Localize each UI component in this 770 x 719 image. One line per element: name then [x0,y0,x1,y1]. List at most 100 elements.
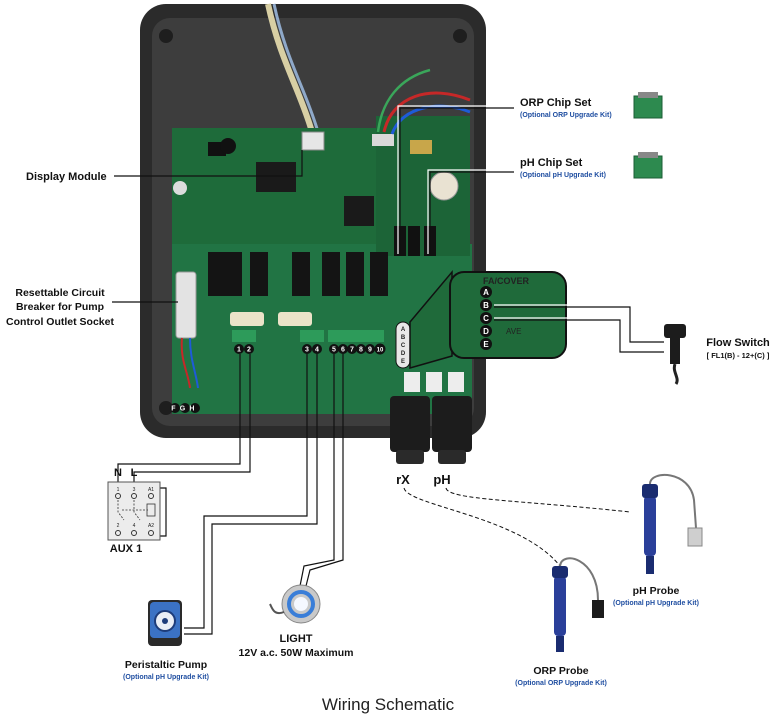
breaker-label-line3: Control Outlet Socket [6,316,114,328]
orp-probe-device [552,557,604,652]
pump-wire-terminal-4 [184,354,318,635]
rx-gland-cap [396,450,424,464]
pin-g [180,403,190,413]
terminals-5-10: 5 6 7 8 9 10 [329,343,386,355]
relay-l-label: L [131,467,138,479]
flow-switch-cable [672,363,679,385]
fgh-label: FGH [171,406,198,413]
orp-chip-board [633,95,663,119]
aux-wire-terminal-2 [133,354,251,484]
breaker-label-line1: Resettable Circuit [15,287,105,299]
ph-chip-leader [429,171,514,254]
ph-probe-body [644,496,656,556]
orp-probe-lead [559,557,599,601]
terminals-3-4: 3 4 [302,344,322,354]
display-module-label: Display Module [26,171,107,183]
relay-contact [115,530,121,536]
zoom-pin-b [480,299,492,311]
flow-switch-label: Flow Switch [706,337,770,349]
light-label: LIGHT [280,633,313,645]
chip-slot [408,226,420,256]
display-module-leader [114,150,303,177]
relay [322,252,340,296]
terminal-1 [234,344,244,354]
zoom-pointer [409,269,453,369]
pin-f [170,403,180,413]
relay-contact [148,493,154,499]
light-device [269,584,321,624]
ic-chip [344,196,374,226]
red-wire [382,91,471,133]
flow-switch-stem [670,338,680,364]
relay-contact [131,493,137,499]
green-wire [376,68,431,133]
zoom-pin-b-label: B [483,301,489,310]
relay-switch-symbol [117,500,148,521]
zoom-pin-a-label: A [483,288,489,297]
terminal-8 [356,344,366,354]
zoom-header: FA/COVER [483,276,530,286]
terminal-2 [244,344,254,354]
ic-chip [256,162,296,192]
relay-pin-2: 2 [117,523,120,529]
fuse [230,312,264,326]
zoom-row-c-text: AVE [506,327,521,336]
sensor-connector [426,372,442,392]
aux1-label: AUX 1 [110,543,142,555]
fuse [278,312,312,326]
orp-probe-label: ORP Probe [533,665,588,677]
connector-block [410,140,432,154]
zoom-pin-e [480,338,492,350]
terminal-4-label: 4 [315,347,319,354]
ph-gland [432,396,472,452]
ph-probe-sub: (Optional pH Upgrade Kit) [613,600,699,607]
orp-probe-tip [556,636,564,652]
relay [208,252,242,296]
rx-gland [390,396,430,452]
peristaltic-pump-device [148,600,182,646]
flow-switch-body [664,324,686,338]
relay [250,252,268,296]
light-wire-terminal-5 [299,354,335,587]
light-lens [294,597,308,611]
display-cable [265,3,315,133]
zoom-pin-a [480,286,492,298]
light-cable [269,603,285,614]
relay-contact [131,530,137,536]
terminal-6-label: 6 [341,347,345,354]
pump-wire-terminal-3 [184,354,308,629]
ph-chip-board [633,155,663,179]
aux-wire-terminal-1 [117,354,241,484]
ph-chip-leader-white [427,169,514,254]
flow-switch-wire-b [494,304,664,341]
ph-probe-cable [445,487,631,513]
enclosure-screw [453,29,467,43]
terminals-1-2: 1 2 [234,344,254,354]
light-ring [287,590,315,618]
ph-label: pH [433,472,450,487]
orp-probe-body [554,576,566,636]
ph-chip-image [633,152,663,179]
rx-label: rX [396,472,410,487]
aux-wire-a1 [156,487,167,537]
sensor-connector [448,372,464,392]
terminal-9-label: 9 [368,347,372,354]
sensor-connector [404,372,420,392]
ph-chip-set-label: pH Chip Set [520,157,583,169]
terminal-7 [347,344,357,354]
zoom-pin-c [480,312,492,324]
ph-probe-tip [646,556,654,574]
relay-pin-1: 1 [117,487,120,493]
zoom-pin-e-label: E [483,340,489,349]
capacitor [173,181,187,195]
terminal-8-label: 8 [359,347,363,354]
zoom-box [449,271,567,359]
strip-label-a: A [401,327,406,333]
enclosure-screw [159,29,173,43]
orp-chip-set-sub: (Optional ORP Upgrade Kit) [520,112,612,119]
enclosure-screw [159,401,173,415]
ph-gland-cap [438,450,466,464]
terminal-6 [338,344,348,354]
ph-probe-label: pH Probe [633,585,680,597]
peristaltic-pump-sub: (Optional pH Upgrade Kit) [123,674,209,681]
